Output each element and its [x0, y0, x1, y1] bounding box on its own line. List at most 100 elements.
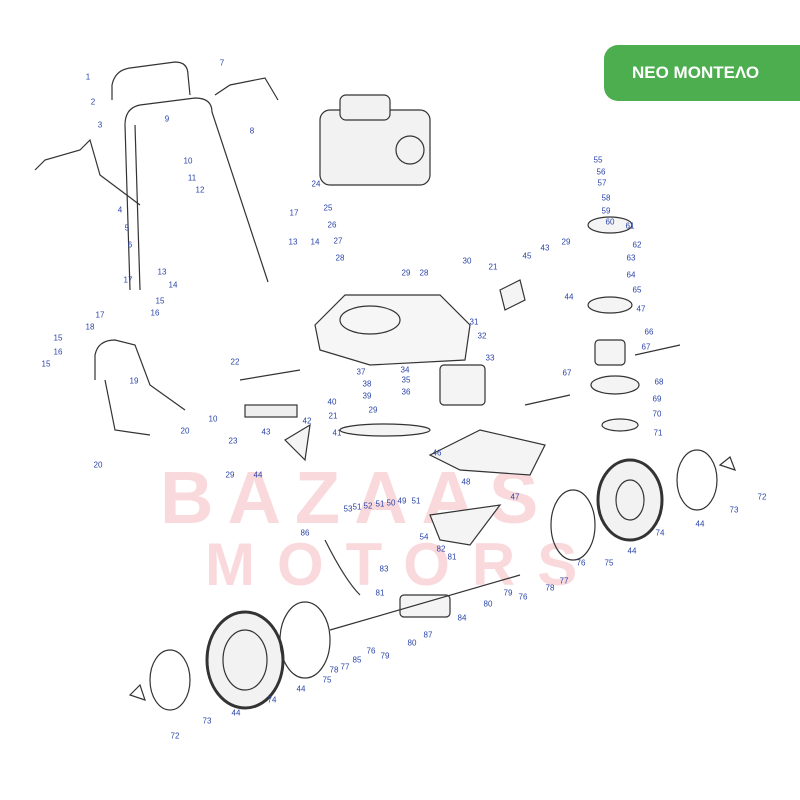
handle-lower: [94, 339, 186, 436]
part-label: 29: [368, 405, 378, 415]
part-label: 51: [411, 496, 421, 506]
part-label: 23: [228, 436, 238, 446]
part-label: 77: [559, 576, 569, 586]
part-label: 74: [655, 528, 665, 538]
part-label: 73: [202, 716, 212, 726]
part-label: 17: [123, 275, 133, 285]
part-label: 19: [129, 376, 139, 386]
part-label: 53: [343, 504, 353, 514]
part-label: 59: [601, 206, 611, 216]
part-label: 44: [627, 546, 637, 556]
part-label: 61: [625, 221, 635, 231]
part-label: 65: [632, 285, 642, 295]
part-label: 26: [327, 220, 337, 230]
part-label: 86: [300, 528, 310, 538]
part-label: 79: [503, 588, 513, 598]
part-label: 29: [401, 268, 411, 278]
part-label: 49: [397, 496, 407, 506]
engine: [319, 94, 431, 186]
part-label: 81: [447, 552, 457, 562]
part-label: 76: [366, 646, 376, 656]
part-label: 84: [457, 613, 467, 623]
part-label: 11: [187, 173, 197, 183]
cables: [239, 344, 681, 596]
part-label: 16: [53, 347, 63, 357]
part-label: 15: [41, 359, 51, 369]
part-label: 51: [352, 502, 362, 512]
part-label: 16: [150, 308, 160, 318]
part-label: 18: [85, 322, 95, 332]
part-label: 63: [626, 253, 636, 263]
part-label: 81: [375, 588, 385, 598]
part-label: 60: [605, 217, 615, 227]
part-label: 40: [327, 397, 337, 407]
part-label: 27: [333, 236, 343, 246]
part-label: 69: [652, 394, 662, 404]
part-label: 8: [249, 126, 255, 136]
part-label: 20: [93, 460, 103, 470]
part-label: 30: [462, 256, 472, 266]
part-label: 41: [332, 428, 342, 438]
part-label: 78: [545, 583, 555, 593]
part-label: 33: [485, 353, 495, 363]
part-label: 4: [117, 205, 123, 215]
part-label: 25: [323, 203, 333, 213]
part-label: 31: [469, 317, 479, 327]
part-label: 78: [329, 665, 339, 675]
part-label: 28: [419, 268, 429, 278]
part-label: 13: [288, 237, 298, 247]
part-label: 14: [310, 237, 320, 247]
part-label: 24: [311, 179, 321, 189]
part-label: 62: [632, 240, 642, 250]
part-label: 72: [757, 492, 767, 502]
part-label: 35: [401, 375, 411, 385]
part-label: 13: [157, 267, 167, 277]
part-label: 34: [400, 365, 410, 375]
watermark-line2: MOTORS: [205, 531, 600, 598]
part-label: 72: [170, 731, 180, 741]
part-label: 83: [379, 564, 389, 574]
part-label: 76: [518, 592, 528, 602]
part-label: 54: [419, 532, 429, 542]
part-label: 66: [644, 327, 654, 337]
drive-components: [284, 216, 640, 631]
part-label: 87: [423, 630, 433, 640]
part-label: 44: [296, 684, 306, 694]
part-label: 15: [53, 333, 63, 343]
part-label: 42: [302, 416, 312, 426]
part-label: 21: [328, 411, 338, 421]
new-model-badge: ΝΕΟ ΜΟΝΤΕΛΟ: [604, 45, 800, 101]
part-label: 21: [488, 262, 498, 272]
part-label: 79: [380, 651, 390, 661]
part-label: 36: [401, 387, 411, 397]
part-label: 57: [597, 178, 607, 188]
part-label: 82: [436, 544, 446, 554]
part-label: 64: [626, 270, 636, 280]
part-label: 75: [604, 558, 614, 568]
part-label: 55: [593, 155, 603, 165]
part-label: 46: [432, 448, 442, 458]
part-label: 74: [267, 695, 277, 705]
part-label: 5: [124, 223, 130, 233]
part-label: 51: [375, 499, 385, 509]
part-label: 58: [601, 193, 611, 203]
part-label: 85: [352, 655, 362, 665]
handle-upper: [34, 61, 279, 291]
part-label: 12: [195, 185, 205, 195]
part-label: 76: [576, 558, 586, 568]
part-label: 44: [695, 519, 705, 529]
part-label: 56: [596, 167, 606, 177]
part-label: 80: [483, 599, 493, 609]
part-label: 29: [225, 470, 235, 480]
part-label: 70: [652, 409, 662, 419]
part-label: 80: [407, 638, 417, 648]
part-label: 7: [219, 58, 225, 68]
part-label: 47: [510, 492, 520, 502]
part-label: 20: [180, 426, 190, 436]
part-label: 17: [95, 310, 105, 320]
deck: [314, 294, 471, 366]
part-label: 38: [362, 379, 372, 389]
part-label: 43: [540, 243, 550, 253]
part-label: 45: [522, 251, 532, 261]
